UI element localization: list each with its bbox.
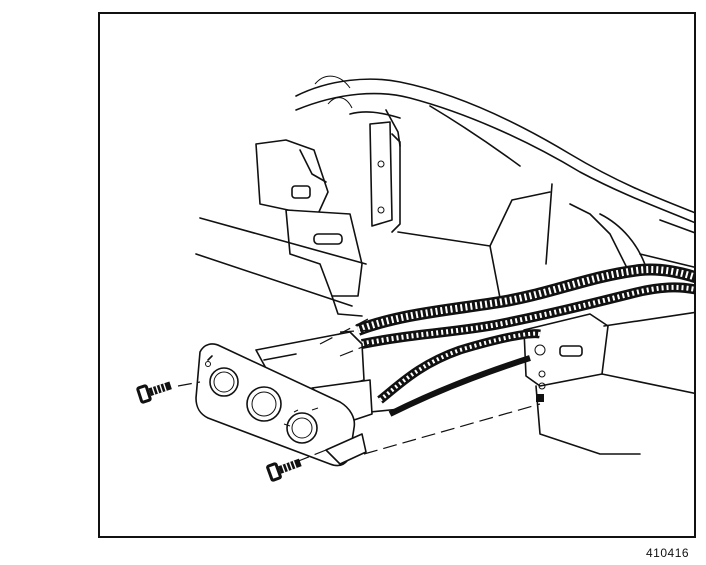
dash-upper-structure [295,75,694,224]
center-pillar [369,121,401,233]
illustration-frame [98,12,696,538]
upper-screw-icon [136,381,172,404]
wiring-harness [349,263,694,417]
control-faceplate [195,343,367,467]
hvac-control-assembly-drawing [136,75,694,482]
dash-panel-lines [195,183,694,307]
figure-id-label: 410416 [646,546,690,560]
lower-screw-icon [266,458,302,482]
mounting-screws [136,317,541,482]
right-knob [286,412,318,444]
right-mounting-bracket [523,311,694,455]
left-mounting-bracket [255,139,363,317]
